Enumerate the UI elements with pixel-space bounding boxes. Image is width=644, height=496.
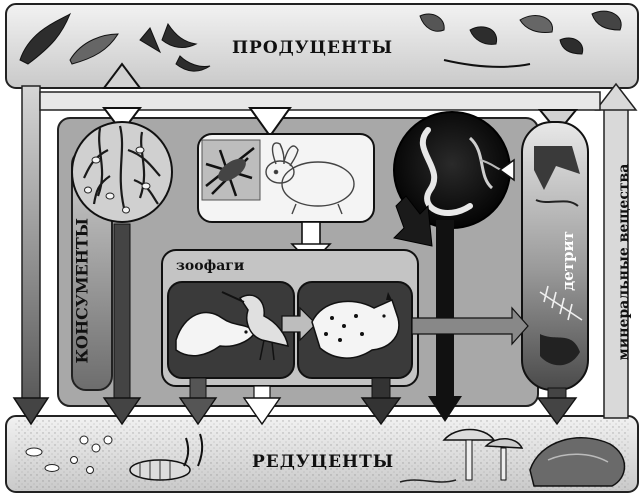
grasshopper-icon (202, 140, 260, 200)
consumers-label: КОНСУМЕНТЫ (73, 244, 92, 364)
plant-roots-circle (72, 122, 172, 222)
detritus-tube (522, 122, 588, 390)
zoophages-label: зоофаги (176, 258, 244, 274)
minerals-label: минеральные вещества (616, 162, 632, 362)
detritus-label: детрит (559, 223, 577, 299)
reducers-label: РЕДУЦЕНТЫ (252, 452, 394, 472)
left-return-arrow (14, 86, 48, 424)
herbivores-panel (198, 134, 374, 222)
producers-label: ПРОДУЦЕНТЫ (232, 38, 393, 58)
